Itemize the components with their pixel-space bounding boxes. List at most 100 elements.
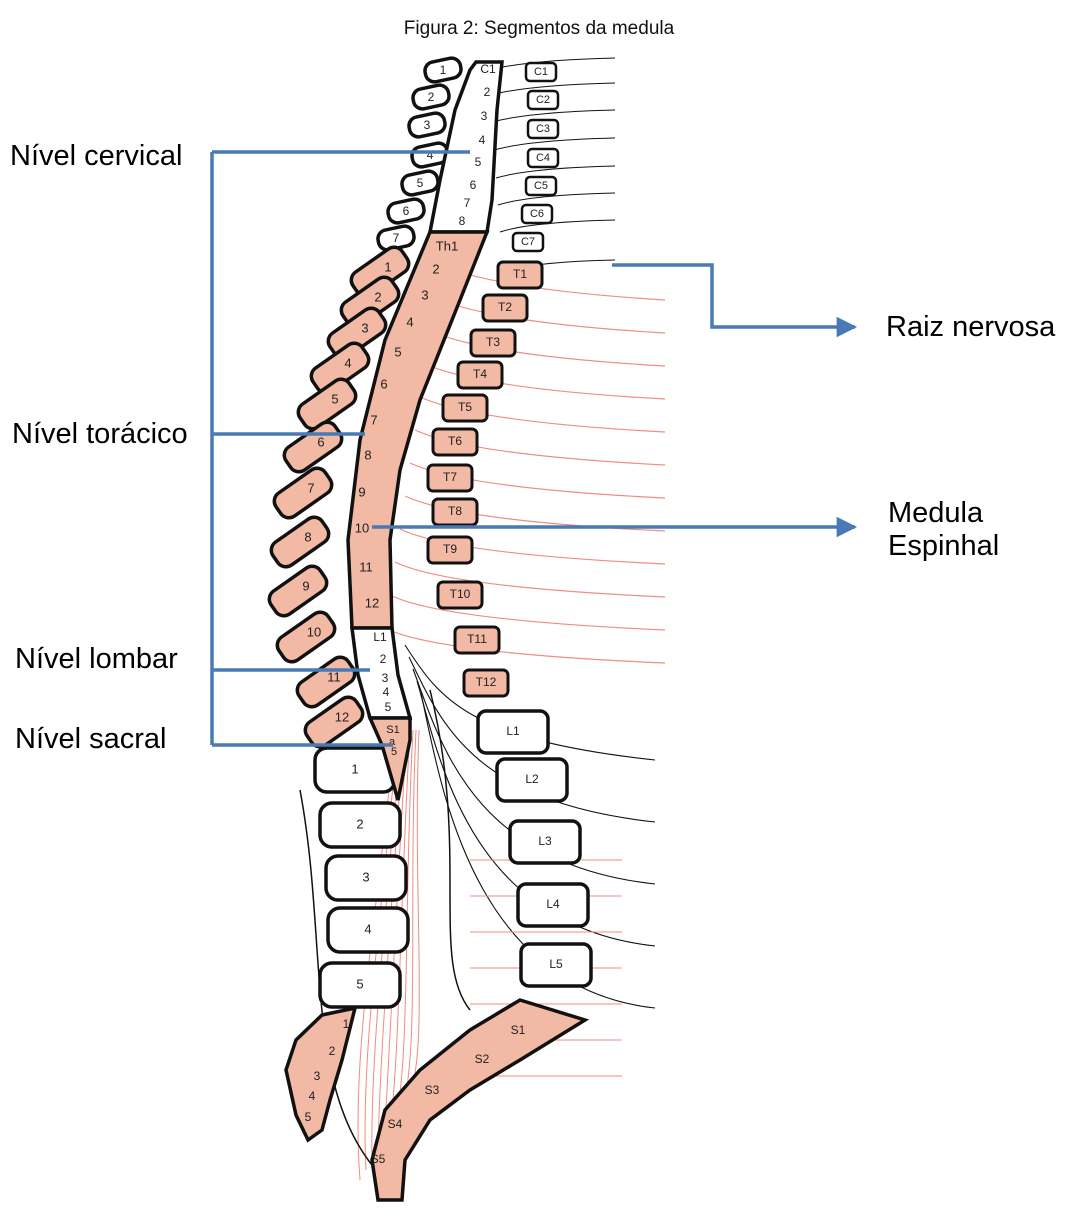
vertebra-number: 8	[304, 529, 311, 544]
vertebra-shape	[270, 464, 335, 521]
cord-segment-thoracic: 6	[380, 376, 387, 391]
root-label: C1	[534, 66, 548, 78]
thoracic-nerve-line	[390, 595, 665, 630]
lumbar-root-box: L1	[478, 711, 548, 753]
lumbar-vertebral-body: 2	[320, 803, 400, 847]
thoracic-root-box: T9	[428, 537, 472, 563]
root-label: T12	[476, 675, 497, 689]
vertebra-number: 5	[417, 176, 424, 190]
thoracic-root-box: T3	[471, 330, 515, 356]
vertebra-number: 4	[364, 921, 371, 936]
root-label: L3	[538, 834, 552, 848]
cord-segment-cervical: 8	[459, 214, 466, 228]
thoracic-root-box: T1	[498, 262, 542, 288]
vertebra-number: 5	[356, 976, 363, 991]
root-label: T3	[486, 335, 500, 349]
lumbar-root-box: L2	[497, 759, 567, 801]
root-label: T6	[448, 434, 462, 448]
root-label: T8	[448, 504, 462, 518]
thoracic-root-box: T12	[464, 670, 508, 696]
thoracic-root-box: T6	[433, 429, 477, 455]
cervical-root-box: C3	[528, 120, 558, 138]
vertebra-number: 4	[344, 355, 351, 370]
cord-segment-thoracic: 5	[394, 344, 401, 359]
thoracic-root-box: T5	[443, 395, 487, 421]
cervical-root-box: C5	[526, 177, 556, 195]
vertebra-number: 6	[317, 434, 324, 449]
cord-segment-lumbar: 4	[383, 685, 390, 699]
cord-segment-cervical: 6	[470, 178, 477, 192]
cord-segment-cervical: 4	[479, 133, 486, 147]
vertebra-number: 3	[424, 118, 431, 132]
cervical-root-box: C7	[513, 233, 543, 251]
cord-segment-thoracic: 3	[421, 287, 428, 302]
root-label: C7	[521, 236, 535, 248]
vertebra-number: 7	[393, 231, 400, 245]
root-label: T7	[443, 470, 457, 484]
lumbar-root-box: L3	[510, 821, 580, 863]
cord-segment-lumbar: 2	[380, 652, 387, 666]
vertebra-number: 2	[428, 90, 435, 104]
root-label: L2	[525, 772, 539, 786]
thoracic-root-box: T10	[438, 582, 482, 608]
cord-segment-thoracic: Th1	[436, 238, 458, 253]
root-label: C2	[536, 94, 550, 106]
lumbar-root-box: L4	[518, 884, 588, 926]
thoracic-root-box: T8	[433, 499, 477, 525]
cord-segment-cervical: 7	[464, 196, 471, 210]
thoracic-nerve-line	[440, 265, 665, 300]
thoracic-root-box: T11	[455, 627, 499, 653]
root-label: T2	[498, 300, 512, 314]
thoracic-root-box: T4	[458, 362, 502, 388]
cord-segment-thoracic: 12	[365, 595, 379, 610]
root-label: T11	[467, 632, 487, 646]
thoracic-root-box: T2	[483, 295, 527, 321]
root-label: T1	[513, 267, 527, 281]
lumbar-vertebral-body: 4	[328, 908, 408, 952]
cervical-nerve-line	[500, 220, 615, 232]
cervical-vertebral-body: 6	[386, 197, 425, 224]
lumbar-root-box: L5	[521, 944, 591, 986]
cord-segment-lumbar: L1	[373, 630, 387, 644]
thoracic-vertebral-body: 7	[270, 464, 335, 521]
vertebra-number: 5	[331, 391, 338, 406]
cervical-vertebral-body: 2	[411, 83, 450, 110]
vertebra-number: 1	[351, 761, 358, 776]
root-label: T5	[458, 400, 472, 414]
root-label: T10	[450, 587, 471, 601]
label-nivel-cervical: Nível cervical	[10, 140, 182, 173]
thoracic-nerve-line	[395, 562, 665, 597]
sacral-vertebra-number: 2	[329, 1044, 336, 1058]
cord-segment-thoracic: 4	[406, 314, 413, 329]
cervical-nerve-line	[498, 193, 615, 205]
thoracic-vertebral-body: 8	[267, 513, 332, 570]
vertebra-shape	[267, 513, 332, 570]
vertebra-number: 3	[361, 320, 368, 335]
vertebra-number: 2	[374, 289, 381, 304]
cord-segment-sacral: 5	[391, 746, 397, 758]
vertebra-number: 6	[403, 204, 410, 218]
cord-segment-thoracic: 10	[355, 520, 369, 535]
cord-segment-cervical: 5	[475, 155, 482, 169]
root-label: S3	[425, 1083, 440, 1097]
cord-segment-cervical: 3	[481, 109, 488, 123]
vertebra-number: 10	[307, 624, 321, 639]
cord-segment-lumbar: 3	[382, 671, 389, 685]
cervical-root-box: C2	[528, 91, 558, 109]
root-label: C6	[530, 208, 544, 220]
cervical-root-box: C6	[522, 205, 552, 223]
cord-segment-cervical: 2	[484, 85, 491, 99]
cord-segment-thoracic: 7	[370, 412, 377, 427]
cervical-vertebral-body: 3	[407, 111, 446, 138]
vertebra-number: 2	[356, 816, 363, 831]
root-label: C4	[536, 152, 550, 164]
root-label: C3	[536, 123, 550, 135]
vertebra-number: 1	[384, 259, 391, 274]
root-label: L4	[546, 897, 560, 911]
thoracic-nerve-line	[435, 298, 665, 333]
root-label: L1	[506, 724, 520, 738]
root-label: T4	[473, 367, 487, 381]
lumbar-vertebral-body: 5	[320, 963, 400, 1007]
cord-segment-thoracic: 8	[364, 447, 371, 462]
